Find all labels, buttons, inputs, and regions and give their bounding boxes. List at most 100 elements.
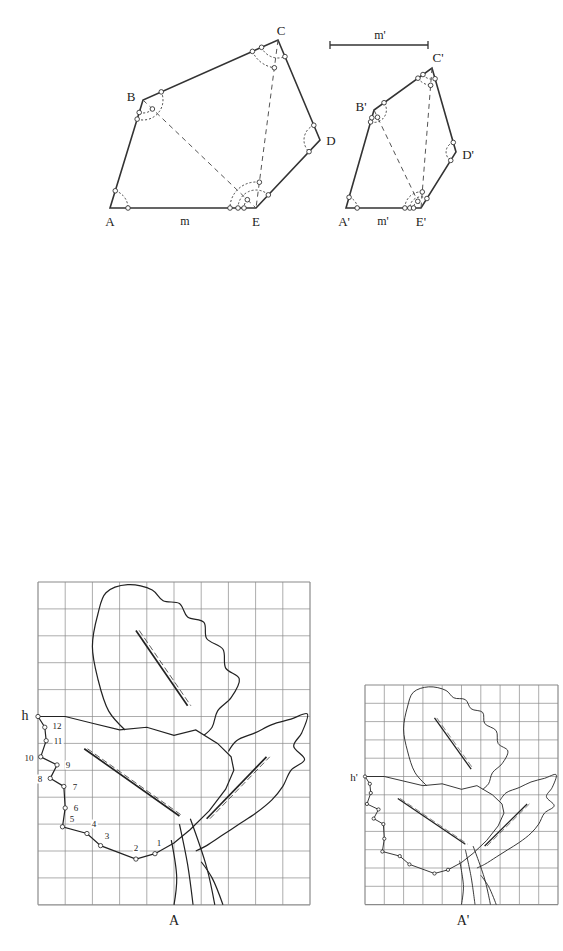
grid-line: [365, 776, 558, 777]
point-marker: [421, 72, 426, 77]
point-marker: [245, 197, 250, 202]
grid-line: [38, 608, 310, 609]
leaf-outline: [92, 585, 239, 736]
leaf-vein: [88, 749, 183, 816]
leaf-vein: [210, 757, 270, 819]
leaf-stem: [473, 846, 490, 905]
point-number: 10: [24, 754, 35, 763]
point-label: A: [168, 914, 180, 928]
grid-line: [365, 703, 558, 704]
point-marker: [347, 195, 352, 200]
angle-arc: [137, 92, 163, 120]
construction-marks: [113, 45, 456, 210]
point-marker: [257, 180, 262, 185]
point-marker: [383, 837, 386, 840]
point-marker: [36, 714, 40, 718]
diagonal-line: [143, 100, 256, 208]
point-marker: [403, 206, 408, 211]
point-marker: [60, 825, 64, 829]
angle-arc: [252, 51, 274, 67]
point-marker: [39, 755, 43, 759]
point-label: h': [349, 772, 358, 783]
diagonal-line: [421, 68, 432, 208]
leaf-outline: [38, 717, 234, 860]
grid-line: [365, 794, 558, 795]
point-number: 6: [73, 804, 80, 813]
grid-line: [365, 831, 558, 832]
point-label: A': [456, 914, 471, 928]
point-label: E': [415, 215, 427, 228]
leaf-stem: [201, 862, 223, 905]
point-number: 3: [104, 832, 111, 841]
point-marker: [428, 83, 433, 88]
grid-line: [365, 721, 558, 722]
scale-tick: [329, 41, 330, 49]
point-marker: [416, 76, 421, 81]
point-marker: [43, 725, 47, 729]
point-marker: [259, 45, 264, 50]
point-label: m': [376, 215, 390, 227]
leaf-vein: [207, 757, 267, 819]
point-marker: [420, 190, 425, 195]
grid-line: [365, 849, 558, 850]
angle-arc: [304, 125, 314, 151]
point-marker: [159, 90, 164, 95]
grid-line: [38, 743, 310, 744]
grid-line: [38, 716, 310, 717]
point-marker: [55, 763, 59, 767]
leaf-outline: [196, 713, 308, 851]
point-marker: [44, 739, 48, 743]
point-number: 7: [72, 783, 79, 792]
point-label: E: [251, 215, 261, 228]
leaf-stem: [460, 861, 464, 905]
point-label: D': [461, 148, 475, 161]
point-marker: [382, 100, 387, 105]
point-marker: [266, 193, 271, 198]
leaf-vein: [136, 630, 188, 705]
point-number: 8: [37, 775, 44, 784]
point-marker: [62, 784, 66, 788]
point-marker: [451, 140, 456, 145]
grid-line: [365, 813, 558, 814]
point-label: D: [325, 134, 336, 147]
point-label: m: [179, 215, 190, 227]
point-marker: [368, 782, 371, 785]
leaf-vein: [400, 798, 468, 844]
point-label: A: [104, 215, 115, 228]
point-marker: [126, 206, 131, 211]
leaf-drawings: [36, 585, 557, 905]
point-marker: [113, 188, 118, 193]
point-label: m': [373, 29, 387, 41]
point-marker: [425, 196, 430, 201]
grid-line: [38, 770, 310, 771]
leaf-outline: [404, 687, 508, 790]
point-number: 11: [53, 737, 64, 746]
point-marker: [272, 65, 277, 70]
angle-arc: [238, 190, 268, 208]
point-marker: [250, 49, 255, 54]
leaf-stem: [465, 850, 475, 905]
grid-line: [38, 662, 310, 663]
leaf-outline: [477, 774, 556, 868]
point-marker: [372, 817, 375, 820]
point-marker: [408, 863, 411, 866]
point-marker: [48, 776, 52, 780]
point-marker: [307, 149, 312, 154]
leaf-vein: [434, 718, 471, 769]
angle-arc: [230, 182, 259, 208]
point-marker: [312, 123, 317, 128]
point-marker: [85, 831, 89, 835]
grid-line: [365, 684, 558, 685]
leaf-outline: [365, 777, 504, 874]
point-marker: [369, 115, 374, 120]
point-label: C': [431, 51, 444, 64]
point-marker: [135, 117, 140, 122]
point-label: B: [126, 90, 137, 103]
diagonals: [143, 40, 432, 208]
leaf-vein: [485, 804, 527, 846]
point-number: 12: [52, 722, 63, 731]
grid-line: [38, 797, 310, 798]
point-marker: [375, 115, 380, 120]
grid-line: [38, 824, 310, 825]
grid-line: [365, 739, 558, 740]
